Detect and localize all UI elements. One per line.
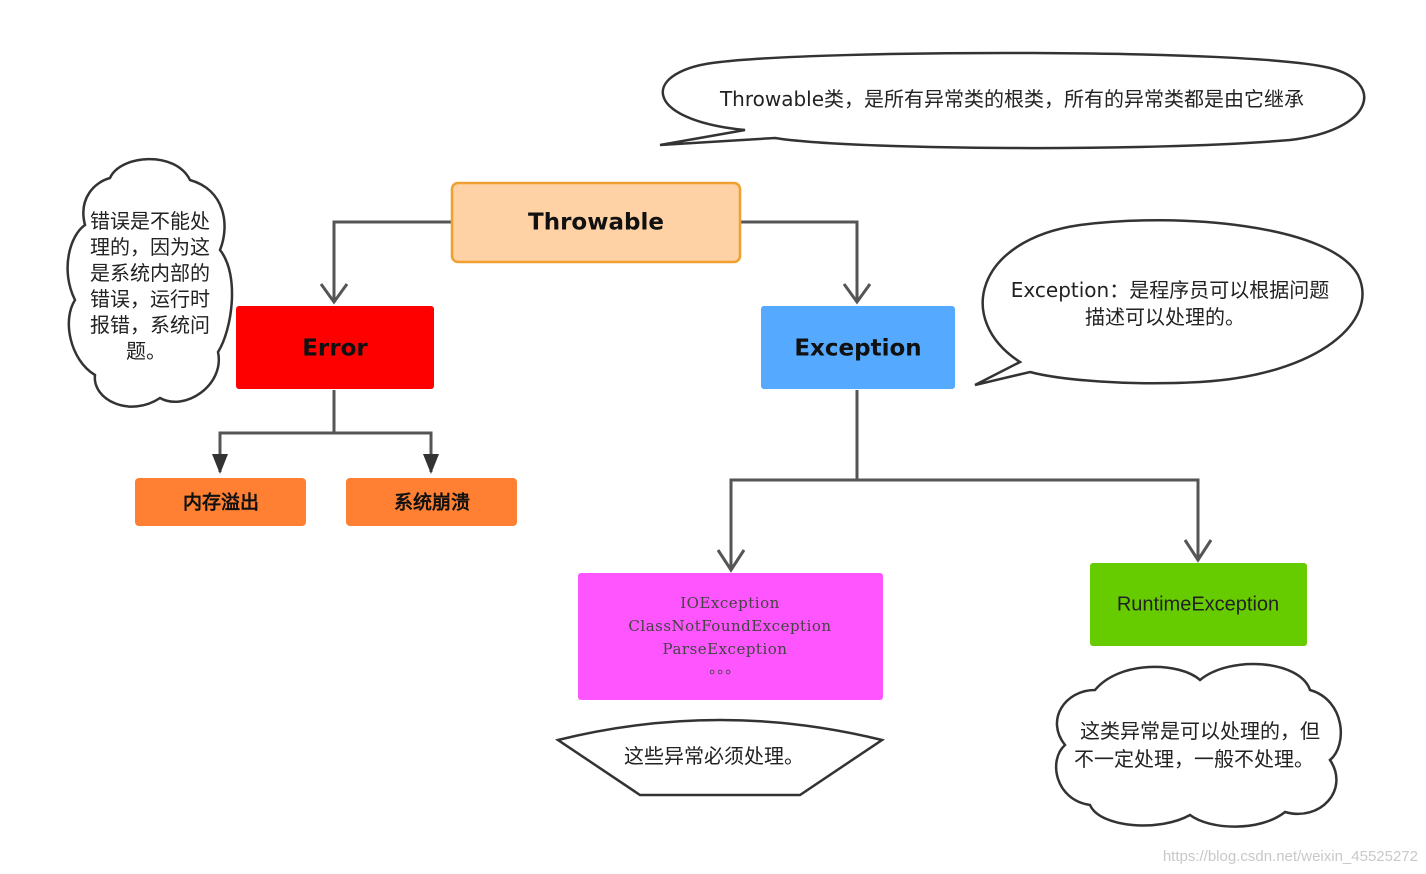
runtime-note-shape — [1055, 662, 1343, 828]
throwable-note-shape — [659, 51, 1366, 150]
checked-exception-line: ClassNotFoundException — [628, 617, 831, 635]
exception-note-shape — [974, 219, 1364, 387]
runtime-note-line: 这类异常是可以处理的，但 — [1080, 719, 1320, 743]
node-error: Error — [236, 306, 434, 389]
error-note-cloud: 错误是不能处 理的，因为这 是系统内部的 错误，运行时 报错，系统问 题。 — [66, 157, 234, 408]
checked-note-shape-group: 这些异常必须处理。 — [554, 718, 886, 797]
exception-note-line: Exception：是程序员可以根据问题 — [1011, 278, 1329, 302]
error-box — [236, 306, 434, 389]
exception-note-line: 描述可以处理的。 — [1085, 305, 1245, 329]
node-checked-exceptions: IOException ClassNotFoundException Parse… — [578, 573, 883, 700]
arrowhead-runtime — [1183, 539, 1213, 563]
connector-exception-checked — [729, 478, 857, 568]
arrowhead-checked — [716, 549, 746, 573]
error-note-line: 报错，系统问 — [90, 313, 210, 337]
checked-note-text: 这些异常必须处理。 — [624, 744, 804, 768]
exception-note-bubble: Exception：是程序员可以根据问题 描述可以处理的。 — [974, 219, 1364, 387]
error-note-line: 是系统内部的 — [90, 261, 210, 285]
error-note-line: 题。 — [126, 339, 166, 363]
arrowhead-exception — [842, 283, 872, 305]
error-note-line: 错误是不能处 — [90, 209, 210, 233]
connector-error-memory — [218, 431, 334, 472]
exception-box — [761, 306, 955, 389]
node-throwable: Throwable — [450, 181, 742, 264]
arrowhead-crash — [423, 454, 439, 474]
error-note-line: 错误，运行时 — [90, 287, 210, 311]
node-exception: Exception — [761, 306, 955, 389]
checked-exception-line: IOException — [680, 594, 780, 612]
throwable-note-text: Throwable类，是所有异常类的根类，所有的异常类都是由它继承 — [719, 87, 1304, 111]
checked-note-shape — [554, 718, 886, 797]
checked-exception-line: 。。。 — [709, 659, 741, 677]
throwable-box — [450, 181, 742, 264]
connectors — [212, 220, 1213, 573]
node-system-crash: 系统崩溃 — [346, 478, 517, 526]
checked-exceptions-box — [578, 573, 883, 700]
runtime-exception-box — [1090, 563, 1307, 646]
throwable-label: Throwable — [528, 210, 664, 236]
error-label: Error — [302, 336, 368, 362]
connector-error-crash — [334, 431, 433, 472]
watermark-text: https://blog.csdn.net/weixin_45525272 — [1163, 848, 1418, 865]
exception-label: Exception — [794, 336, 921, 362]
runtime-exception-label: RuntimeException — [1117, 593, 1279, 615]
error-note-line: 理的，因为这 — [90, 235, 210, 259]
throwable-note-bubble: Throwable类，是所有异常类的根类，所有的异常类都是由它继承 — [659, 51, 1366, 150]
connector-throwable-exception — [740, 220, 859, 300]
memory-overflow-label: 内存溢出 — [183, 491, 259, 514]
node-memory-overflow: 内存溢出 — [135, 478, 306, 526]
checked-exception-line: ParseException — [663, 640, 788, 658]
connector-exception-runtime — [857, 478, 1200, 558]
memory-overflow-box — [135, 478, 306, 526]
arrowhead-memory — [212, 454, 228, 474]
runtime-note-cloud: 这类异常是可以处理的，但 不一定处理，一般不处理。 — [1055, 662, 1343, 828]
node-runtime-exception: RuntimeException — [1090, 563, 1307, 646]
error-note-shape — [66, 157, 234, 408]
arrowhead-error — [319, 283, 349, 305]
connector-throwable-error — [332, 220, 452, 300]
runtime-note-line: 不一定处理，一般不处理。 — [1074, 747, 1314, 771]
system-crash-label: 系统崩溃 — [394, 491, 470, 514]
system-crash-box — [346, 478, 517, 526]
